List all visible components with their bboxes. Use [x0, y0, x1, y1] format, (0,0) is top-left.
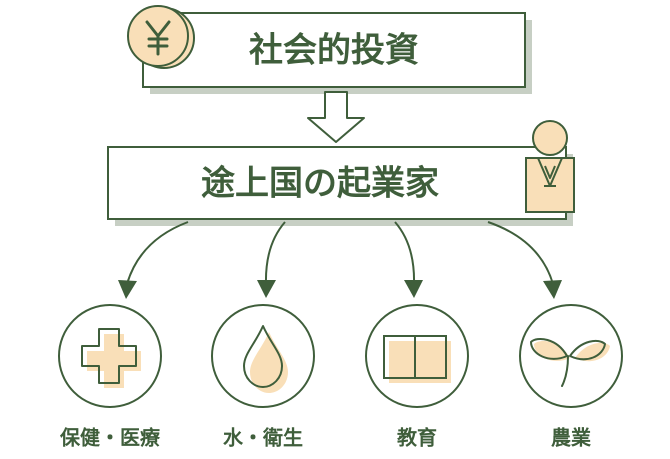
- sprout-icon: [530, 338, 610, 387]
- category-health: 保健・医療: [58, 304, 162, 450]
- branch-arrowheads: [118, 280, 562, 299]
- category-education: 教育: [365, 304, 469, 450]
- medical-cross-icon: [81, 328, 141, 388]
- category-education-label: 教育: [397, 426, 437, 450]
- category-agriculture-label: 農業: [551, 426, 592, 450]
- yen-coin-icon: [127, 5, 195, 69]
- middle-box-label: 途上国の起業家: [201, 164, 439, 204]
- branch-arrow-agriculture: [487, 221, 554, 285]
- top-box: 社会的投資: [142, 12, 532, 94]
- category-water-label: 水・衛生: [223, 426, 303, 450]
- water-drop-icon: [243, 325, 288, 393]
- middle-box: 途上国の起業家: [107, 146, 573, 226]
- branch-arrow-education: [394, 221, 416, 285]
- category-health-label: 保健・医療: [59, 426, 160, 450]
- businessperson-icon: [525, 120, 575, 213]
- branch-arrow-water: [264, 221, 286, 285]
- middle-box-frame: [107, 146, 567, 220]
- top-box-label: 社会的投資: [249, 31, 419, 71]
- branch-arrow-health: [126, 221, 189, 285]
- top-box-frame: [142, 12, 526, 88]
- open-book-icon: [383, 335, 451, 383]
- category-agriculture: 農業: [519, 304, 623, 450]
- branch-arrows: [126, 221, 554, 285]
- category-water: 水・衛生: [211, 304, 315, 450]
- down-arrow: [307, 91, 365, 143]
